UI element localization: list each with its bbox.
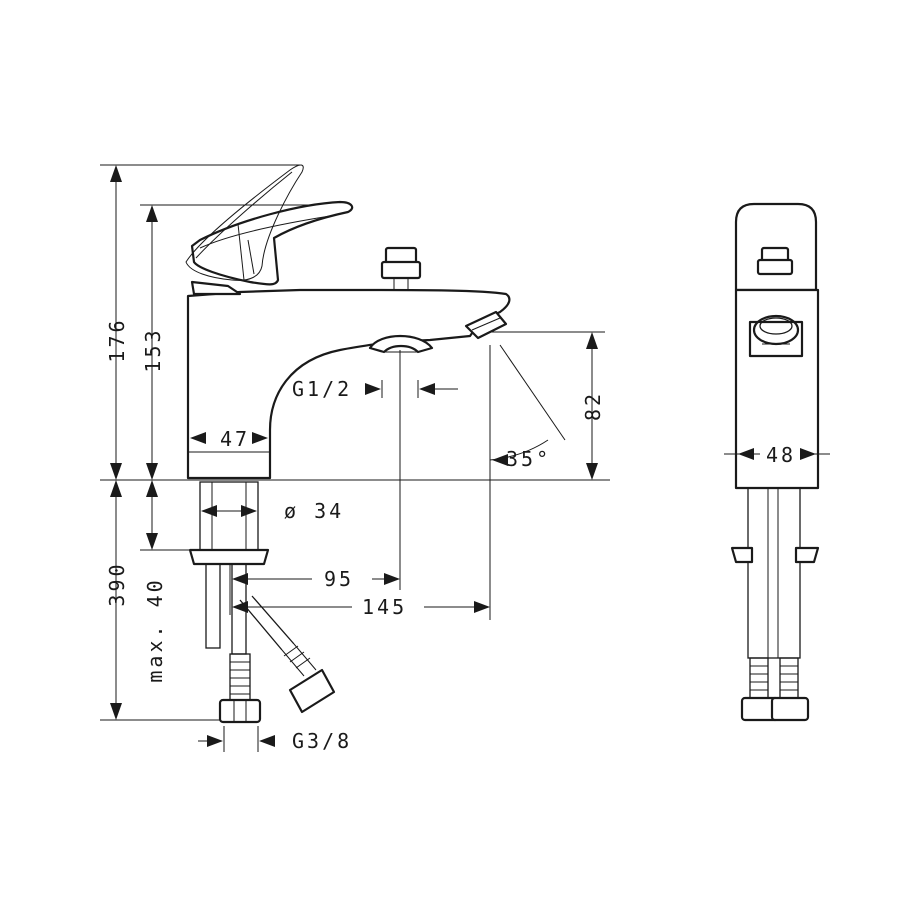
dimension-total-height: 176 xyxy=(105,165,129,480)
dimension-spout-angle: 35° xyxy=(489,439,551,471)
label-center-to-diverter: 95 xyxy=(324,567,354,591)
dimension-max-deck-thickness: max. 40 xyxy=(143,480,167,683)
front-view: 48 xyxy=(724,202,830,722)
label-shank-diameter: ø 34 xyxy=(284,499,344,523)
shank xyxy=(188,481,270,655)
dimension-inlet-thread: G1/2 xyxy=(292,377,458,401)
diverter-button xyxy=(380,246,422,290)
dimension-below-deck-length: 390 xyxy=(105,480,129,720)
dimension-spout-height: 82 xyxy=(581,332,605,480)
dimension-body-height: 153 xyxy=(141,205,165,480)
label-inlet-thread: G1/2 xyxy=(292,377,352,401)
label-hose-thread: G3/8 xyxy=(292,729,352,753)
label-spout-height: 82 xyxy=(581,391,605,421)
dimension-shank-diameter: ø 34 xyxy=(199,499,344,523)
dimension-hose-thread: G3/8 xyxy=(198,726,352,753)
dimension-center-to-diverter: 95 xyxy=(232,567,400,591)
side-view: 176 153 47 G1/2 82 xyxy=(100,164,610,753)
label-body-width: 47 xyxy=(220,427,250,451)
hoses xyxy=(218,595,336,724)
label-spout-angle: 35° xyxy=(506,447,551,471)
faucet-body xyxy=(186,288,511,480)
dimension-center-to-spout: 145 xyxy=(232,595,490,619)
label-center-to-spout: 145 xyxy=(362,595,407,619)
label-front-width: 48 xyxy=(766,443,796,467)
dimension-front-width: 48 xyxy=(724,442,830,467)
extension-lines xyxy=(100,164,610,721)
label-body-height: 153 xyxy=(141,327,165,372)
label-max-deck-thickness: max. 40 xyxy=(143,577,167,682)
label-below-deck-length: 390 xyxy=(105,561,129,606)
label-total-height: 176 xyxy=(105,317,129,362)
dimension-body-width: 47 xyxy=(190,427,268,451)
lever-handle xyxy=(185,164,354,296)
